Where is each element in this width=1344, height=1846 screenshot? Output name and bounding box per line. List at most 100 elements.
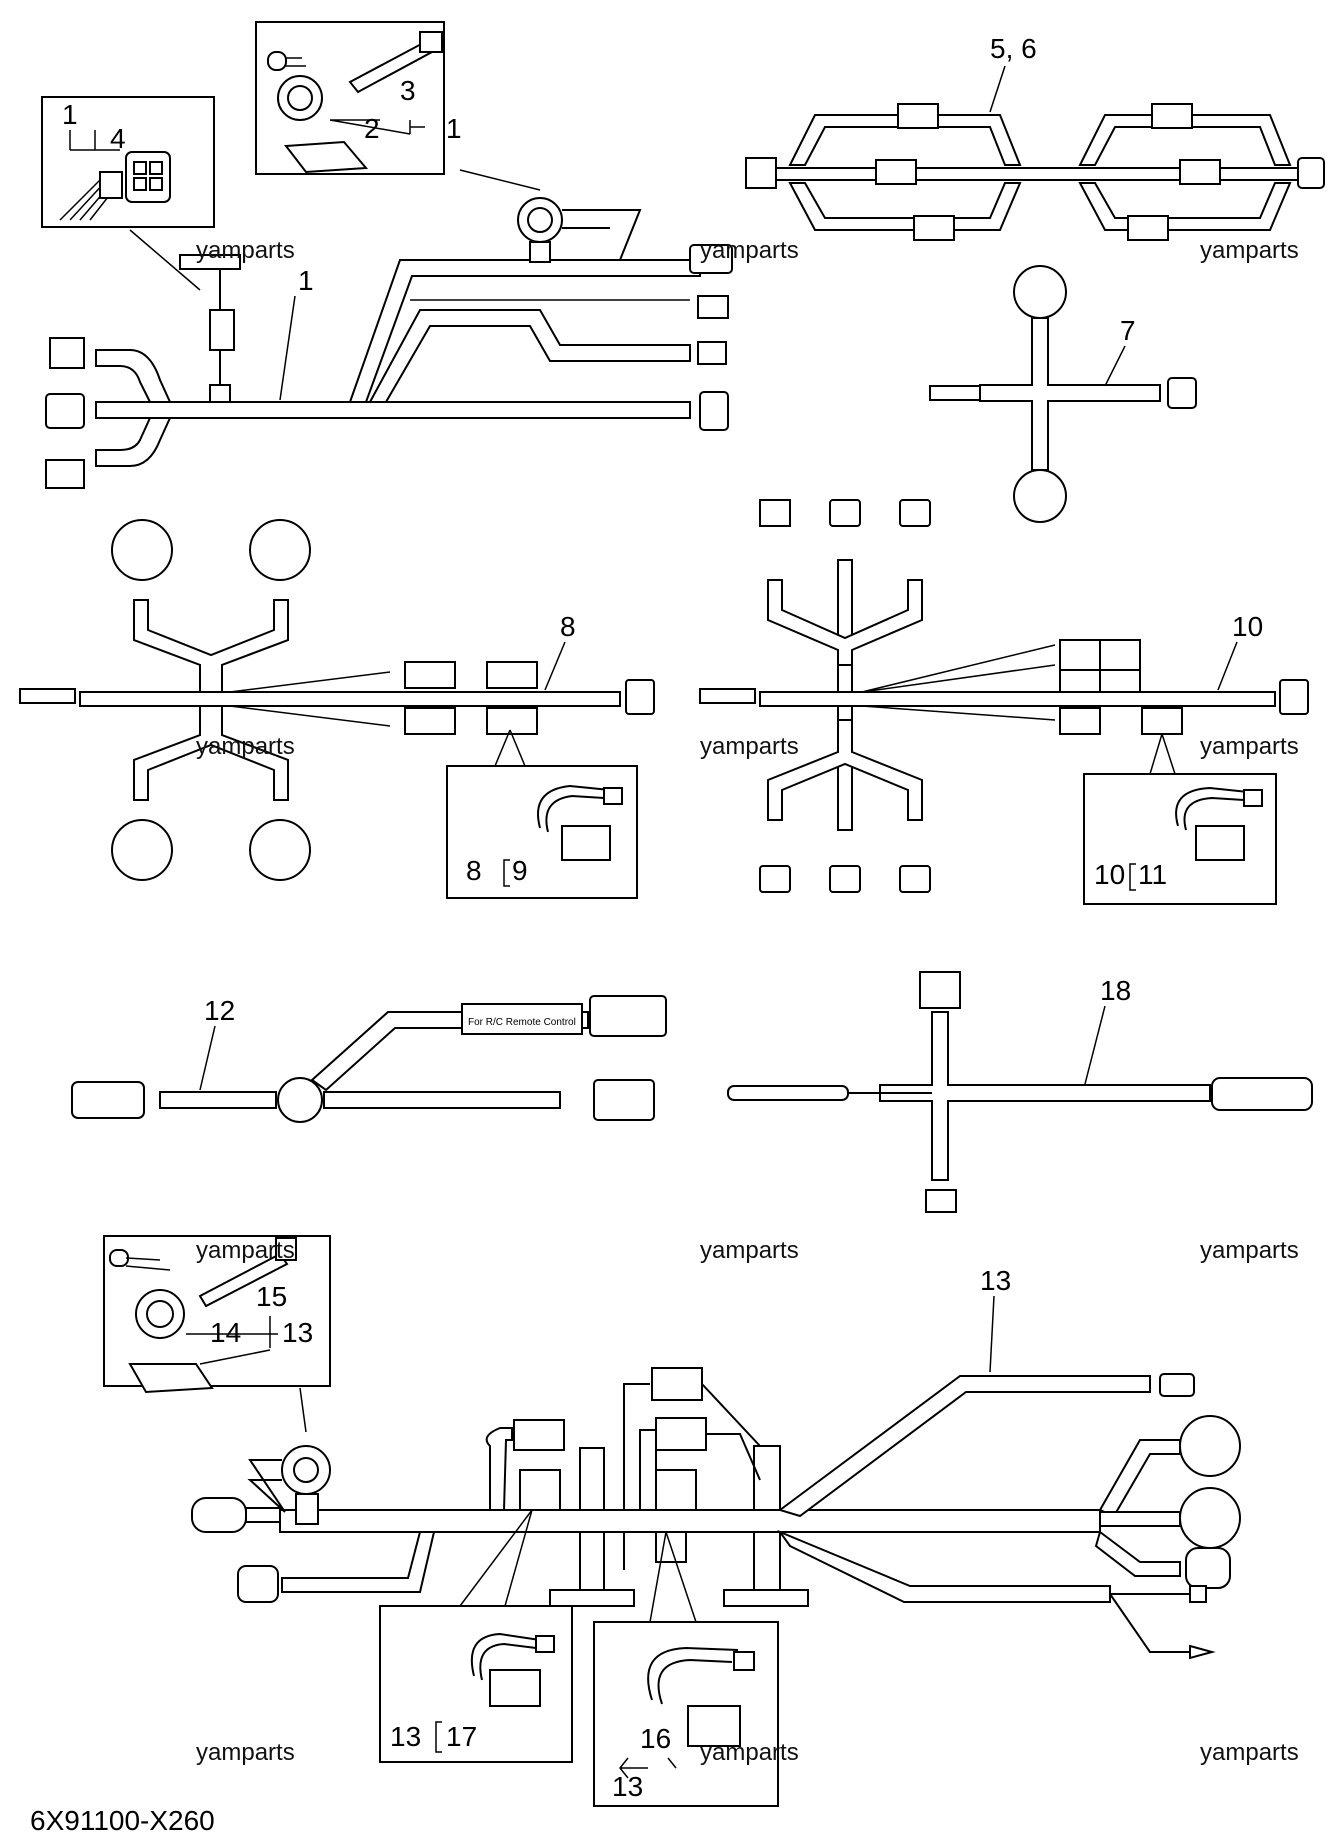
- connector-13-left-2: [237, 1565, 279, 1603]
- label-4: 4: [110, 123, 126, 154]
- connector-7-right: [1167, 377, 1197, 409]
- label-16: 16: [640, 1723, 671, 1754]
- label-2: 2: [364, 113, 380, 144]
- label-10-sub: 10: [1094, 859, 1125, 890]
- connector-1-r3: [697, 341, 727, 365]
- connector-10-right: [1279, 679, 1309, 715]
- label-3: 3: [400, 75, 416, 106]
- round-connector-8-bl: [111, 819, 173, 881]
- harness-5-6: 5, 6: [745, 33, 1325, 241]
- harness-1: 1 4 3 2 1: [41, 21, 733, 489]
- harness-8: 8 8 9: [19, 519, 655, 899]
- label-18: 18: [1100, 975, 1131, 1006]
- label-17: 17: [446, 1721, 477, 1752]
- label-13-sub-b: 13: [612, 1771, 643, 1802]
- terminal-13-a: [1189, 1585, 1207, 1603]
- round-connector-8-br: [249, 819, 311, 881]
- label-8-sub: 8: [466, 855, 482, 886]
- remote-control-module-label: For R/C Remote Control: [468, 1017, 576, 1028]
- connector-13-r1: [1159, 1373, 1195, 1397]
- connector-11: [1195, 825, 1245, 861]
- harness-8-trunk: [79, 691, 621, 707]
- watermarks: yamparts yamparts yamparts yamparts yamp…: [196, 237, 1299, 1766]
- label-15: 15: [256, 1281, 287, 1312]
- harness-7: 7: [929, 265, 1197, 523]
- label-11: 11: [1138, 859, 1167, 890]
- harness-1-trunk: [95, 401, 691, 419]
- connector-8-right: [625, 679, 655, 715]
- harness-12: For R/C Remote Control 12: [71, 995, 667, 1123]
- connector-strip-7: [929, 385, 981, 401]
- harness-10: 10 10 11: [699, 499, 1309, 905]
- connector-strip-13-b: [723, 1589, 809, 1607]
- label-9: 9: [512, 855, 528, 886]
- watermark: yamparts: [196, 1237, 295, 1264]
- connector-9: [561, 825, 611, 861]
- junction-12: [277, 1077, 323, 1123]
- connector-10-b2: [829, 865, 861, 893]
- probe-15: [198, 1252, 289, 1308]
- remote-control-module: [461, 1003, 583, 1035]
- connector-10-b1: [759, 865, 791, 893]
- connector-18-bottom: [925, 1189, 957, 1213]
- watermark: yamparts: [1200, 733, 1299, 760]
- connector-1-l3: [45, 459, 85, 489]
- label-12: 12: [204, 995, 235, 1026]
- watermark: yamparts: [196, 1739, 295, 1766]
- label-8: 8: [560, 611, 576, 642]
- connector-1-r4: [699, 391, 729, 431]
- connector-4-socket: [125, 151, 171, 203]
- watermark: yamparts: [196, 733, 295, 760]
- watermark: yamparts: [700, 733, 799, 760]
- label-14: 14: [210, 1317, 241, 1348]
- label-13-sub-a: 13: [390, 1721, 421, 1752]
- connector-10-t3: [899, 499, 931, 527]
- connector-13-left-1: [191, 1497, 247, 1533]
- connector-16: [687, 1705, 741, 1747]
- watermark: yamparts: [1200, 1237, 1299, 1264]
- harness-18: 18: [727, 971, 1313, 1213]
- round-connector-7-top: [1013, 265, 1067, 319]
- round-connector-7-bottom: [1013, 469, 1067, 523]
- terminal-13-b: [1189, 1644, 1216, 1660]
- connector-10-t2: [829, 499, 861, 527]
- connector-1-r2: [697, 295, 729, 319]
- tape-piece: [284, 140, 369, 174]
- connector-5-6-left: [745, 157, 777, 189]
- connector-1-r1: [689, 244, 733, 274]
- watermark: yamparts: [196, 237, 295, 264]
- watermark: yamparts: [700, 1739, 799, 1766]
- watermark: yamparts: [1200, 237, 1299, 264]
- connector-12-left: [71, 1081, 145, 1119]
- connector-1-l1: [49, 337, 85, 369]
- label-13-main: 13: [980, 1265, 1011, 1296]
- headlight-connector-8-tl: [111, 519, 173, 581]
- label-10: 10: [1232, 611, 1263, 642]
- connector-18-right: [1211, 1077, 1313, 1111]
- connector-10-b3: [899, 865, 931, 893]
- headlight-connector-13-b: [1179, 1487, 1241, 1549]
- harness-13: 15 14 13: [103, 1235, 1241, 1807]
- connector-4-plug: [99, 171, 123, 199]
- drawing-code: 6X91100-X260: [30, 1805, 215, 1836]
- label-7: 7: [1120, 315, 1136, 346]
- headlight-connector-8-tr: [249, 519, 311, 581]
- harness-10-trunk: [759, 691, 1276, 707]
- connector-strip-13-a: [549, 1589, 635, 1607]
- tape-piece-13: [128, 1363, 214, 1394]
- label-1-main: 1: [298, 265, 314, 296]
- connector-strip-18: [727, 1085, 849, 1101]
- connector-strip-8: [19, 688, 76, 704]
- headlight-connector-13-a: [1179, 1415, 1241, 1477]
- connector-strip-1: [179, 254, 241, 270]
- watermark: yamparts: [700, 1237, 799, 1264]
- label-5-6: 5, 6: [990, 33, 1037, 64]
- connector-17: [489, 1669, 541, 1707]
- connector-1-l2: [45, 393, 85, 429]
- label-1-inset-b: 1: [446, 113, 462, 144]
- harness-13-trunk: [279, 1509, 1101, 1533]
- connector-13-r4: [1185, 1547, 1231, 1589]
- connector-strip-10: [699, 688, 756, 704]
- connector-5-6-right: [1297, 157, 1325, 189]
- label-13-inset: 13: [282, 1317, 313, 1348]
